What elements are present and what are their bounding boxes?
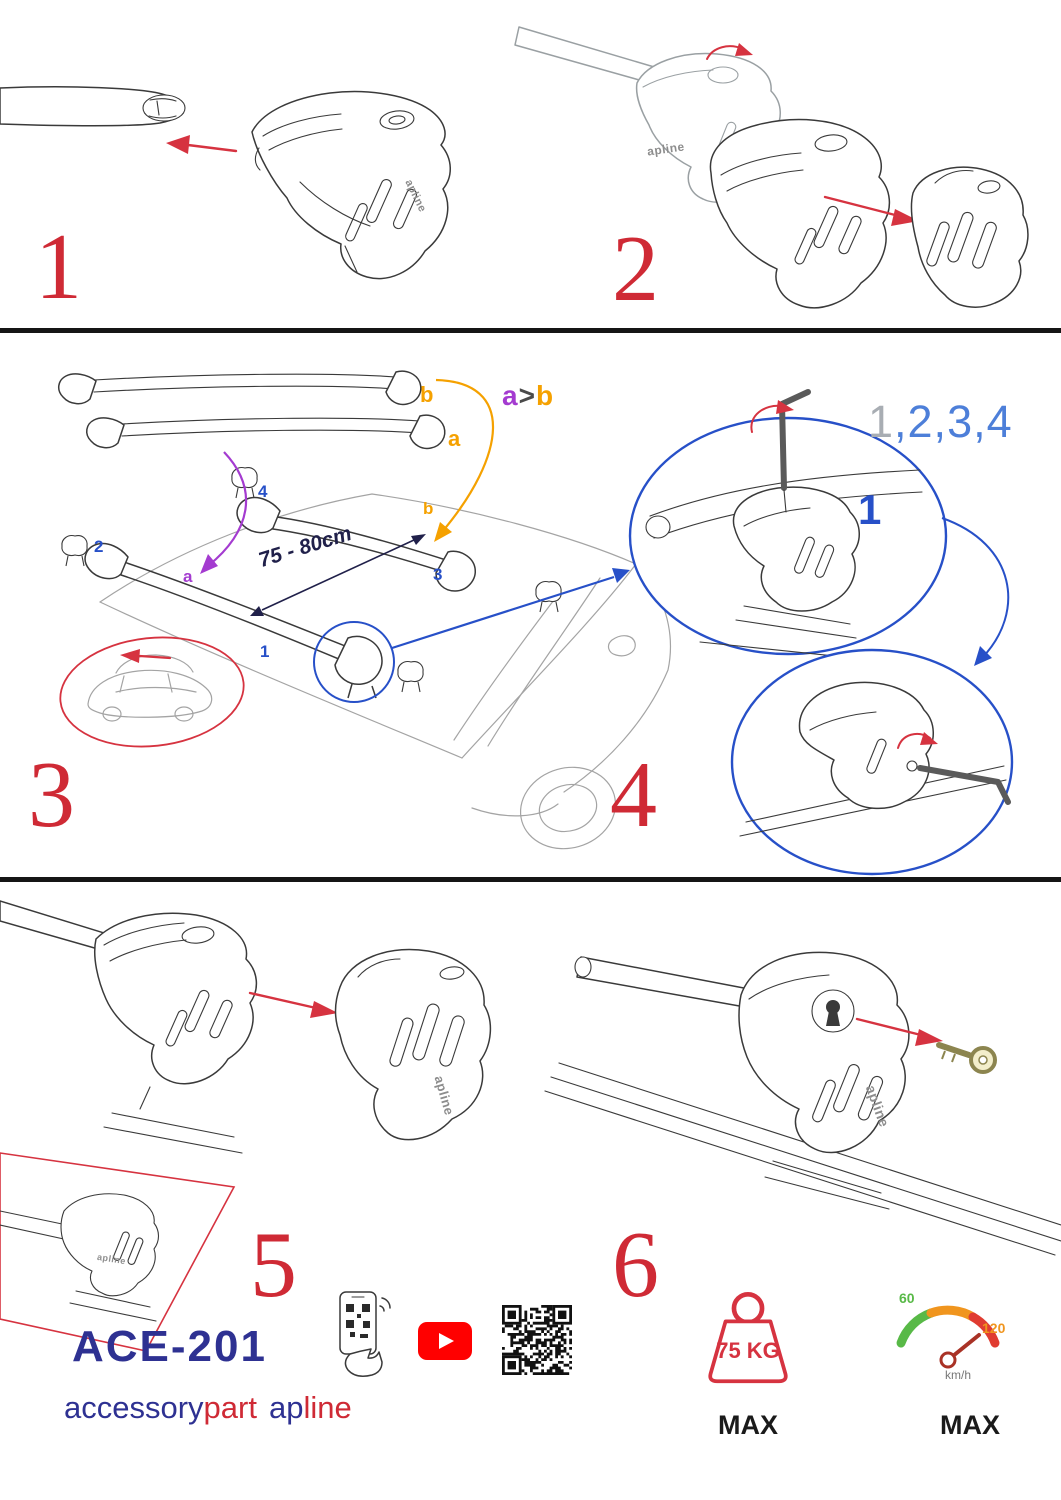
order-b: b <box>535 380 555 411</box>
phone-qr-pattern <box>346 1304 370 1338</box>
foot-mechanism-illustration <box>709 118 891 309</box>
crossbar-stub-6 <box>574 956 750 1008</box>
tighten-sequence-heading: 1,2,3,4 <box>868 396 1013 448</box>
step-number-4: 4 <box>610 743 657 847</box>
youtube-icon <box>418 1322 472 1360</box>
roof-label-4: 4 <box>258 482 268 501</box>
step5-illustration <box>0 900 492 1352</box>
hex-key-vertical-icon <box>779 389 811 513</box>
roof-label-1: 1 <box>260 642 270 661</box>
crossbar-end-illustration <box>0 86 186 127</box>
insert-bar-arrow <box>166 135 238 154</box>
max-weight-value: 75 KG <box>716 1338 780 1363</box>
hex-key-horizontal-icon <box>917 765 1011 805</box>
roof-label-a: a <box>183 567 193 586</box>
step6-illustration <box>544 951 1061 1256</box>
speed-high-label: 120 <box>982 1320 1006 1336</box>
install-order-note: a>b <box>502 380 554 412</box>
spare-bar-label-a: a <box>448 426 461 451</box>
max-weight-icon <box>708 1291 788 1384</box>
step-number-6: 6 <box>612 1213 659 1317</box>
step-number-5: 5 <box>250 1213 297 1317</box>
step3-4-illustration <box>58 370 1014 876</box>
section-divider <box>0 877 1061 882</box>
installed-view-plate <box>0 1152 236 1352</box>
brand-line: line <box>303 1390 352 1425</box>
weight-max-label: MAX <box>718 1410 778 1440</box>
play-icon <box>439 1333 454 1349</box>
brand-accessory: accessory <box>64 1390 204 1425</box>
speedometer-icon <box>896 1305 1000 1369</box>
brand-part: part <box>203 1390 257 1425</box>
speed-low-label: 60 <box>899 1290 915 1306</box>
attach-cover-arrow <box>248 991 338 1018</box>
measurement-arrow <box>250 534 426 616</box>
detail-number-1: 1 <box>858 486 882 533</box>
unscrew-rotation-arrow <box>706 43 753 60</box>
foot-1-highlight <box>313 568 630 703</box>
key-icon <box>936 1042 997 1074</box>
detail-tighten-side <box>730 648 1014 876</box>
hand-icon <box>344 1348 383 1377</box>
speed-arc-green <box>896 1308 936 1348</box>
speed-arc-red <box>968 1312 1000 1348</box>
foot-cover-illustration <box>910 166 1029 308</box>
order-a: a <box>502 380 519 411</box>
step-number-3: 3 <box>28 743 75 847</box>
step-number-2: 2 <box>612 217 659 321</box>
lock-foot-illustration <box>738 951 910 1210</box>
roof-label-3: 3 <box>433 565 443 584</box>
step2-illustration <box>514 26 1029 309</box>
roof-label-b: b <box>423 499 434 518</box>
foot-assembled-illustration <box>94 912 258 1154</box>
step-number-1: 1 <box>35 215 82 319</box>
step1-illustration <box>0 86 451 280</box>
spare-bar-label-b: b <box>420 382 434 407</box>
order-gt: > <box>518 380 536 411</box>
roof-label-2: 2 <box>94 537 104 556</box>
section-divider <box>0 328 1061 333</box>
rail-clamp-parts <box>61 467 562 693</box>
bar-b-position-arrow <box>434 378 495 542</box>
roof-rack-foot-illustration <box>251 90 451 280</box>
bar-a-position-arrow <box>200 451 248 574</box>
qr-code <box>502 1305 572 1375</box>
brand-ap: ap <box>268 1390 304 1425</box>
sequence-rest: ,2,3,4 <box>894 396 1013 447</box>
cover-shell-illustration <box>334 948 492 1141</box>
speed-max-label: MAX <box>940 1410 1000 1440</box>
detail-tighten-top <box>628 389 948 663</box>
model-number: ACE-201 <box>72 1322 267 1371</box>
insert-key-arrow <box>855 1017 943 1046</box>
detail-connector-arrow <box>941 517 1010 666</box>
speed-unit-label: km/h <box>944 1368 971 1382</box>
speed-arc-orange <box>926 1305 978 1322</box>
roof-crossbars <box>84 496 476 699</box>
car-direction-indicator <box>59 636 245 748</box>
car-roof-wireframe <box>99 493 672 850</box>
sequence-first: 1 <box>868 396 895 447</box>
phone-qr-scan-icon <box>339 1291 391 1377</box>
crossbar-set-illustration <box>58 370 446 450</box>
